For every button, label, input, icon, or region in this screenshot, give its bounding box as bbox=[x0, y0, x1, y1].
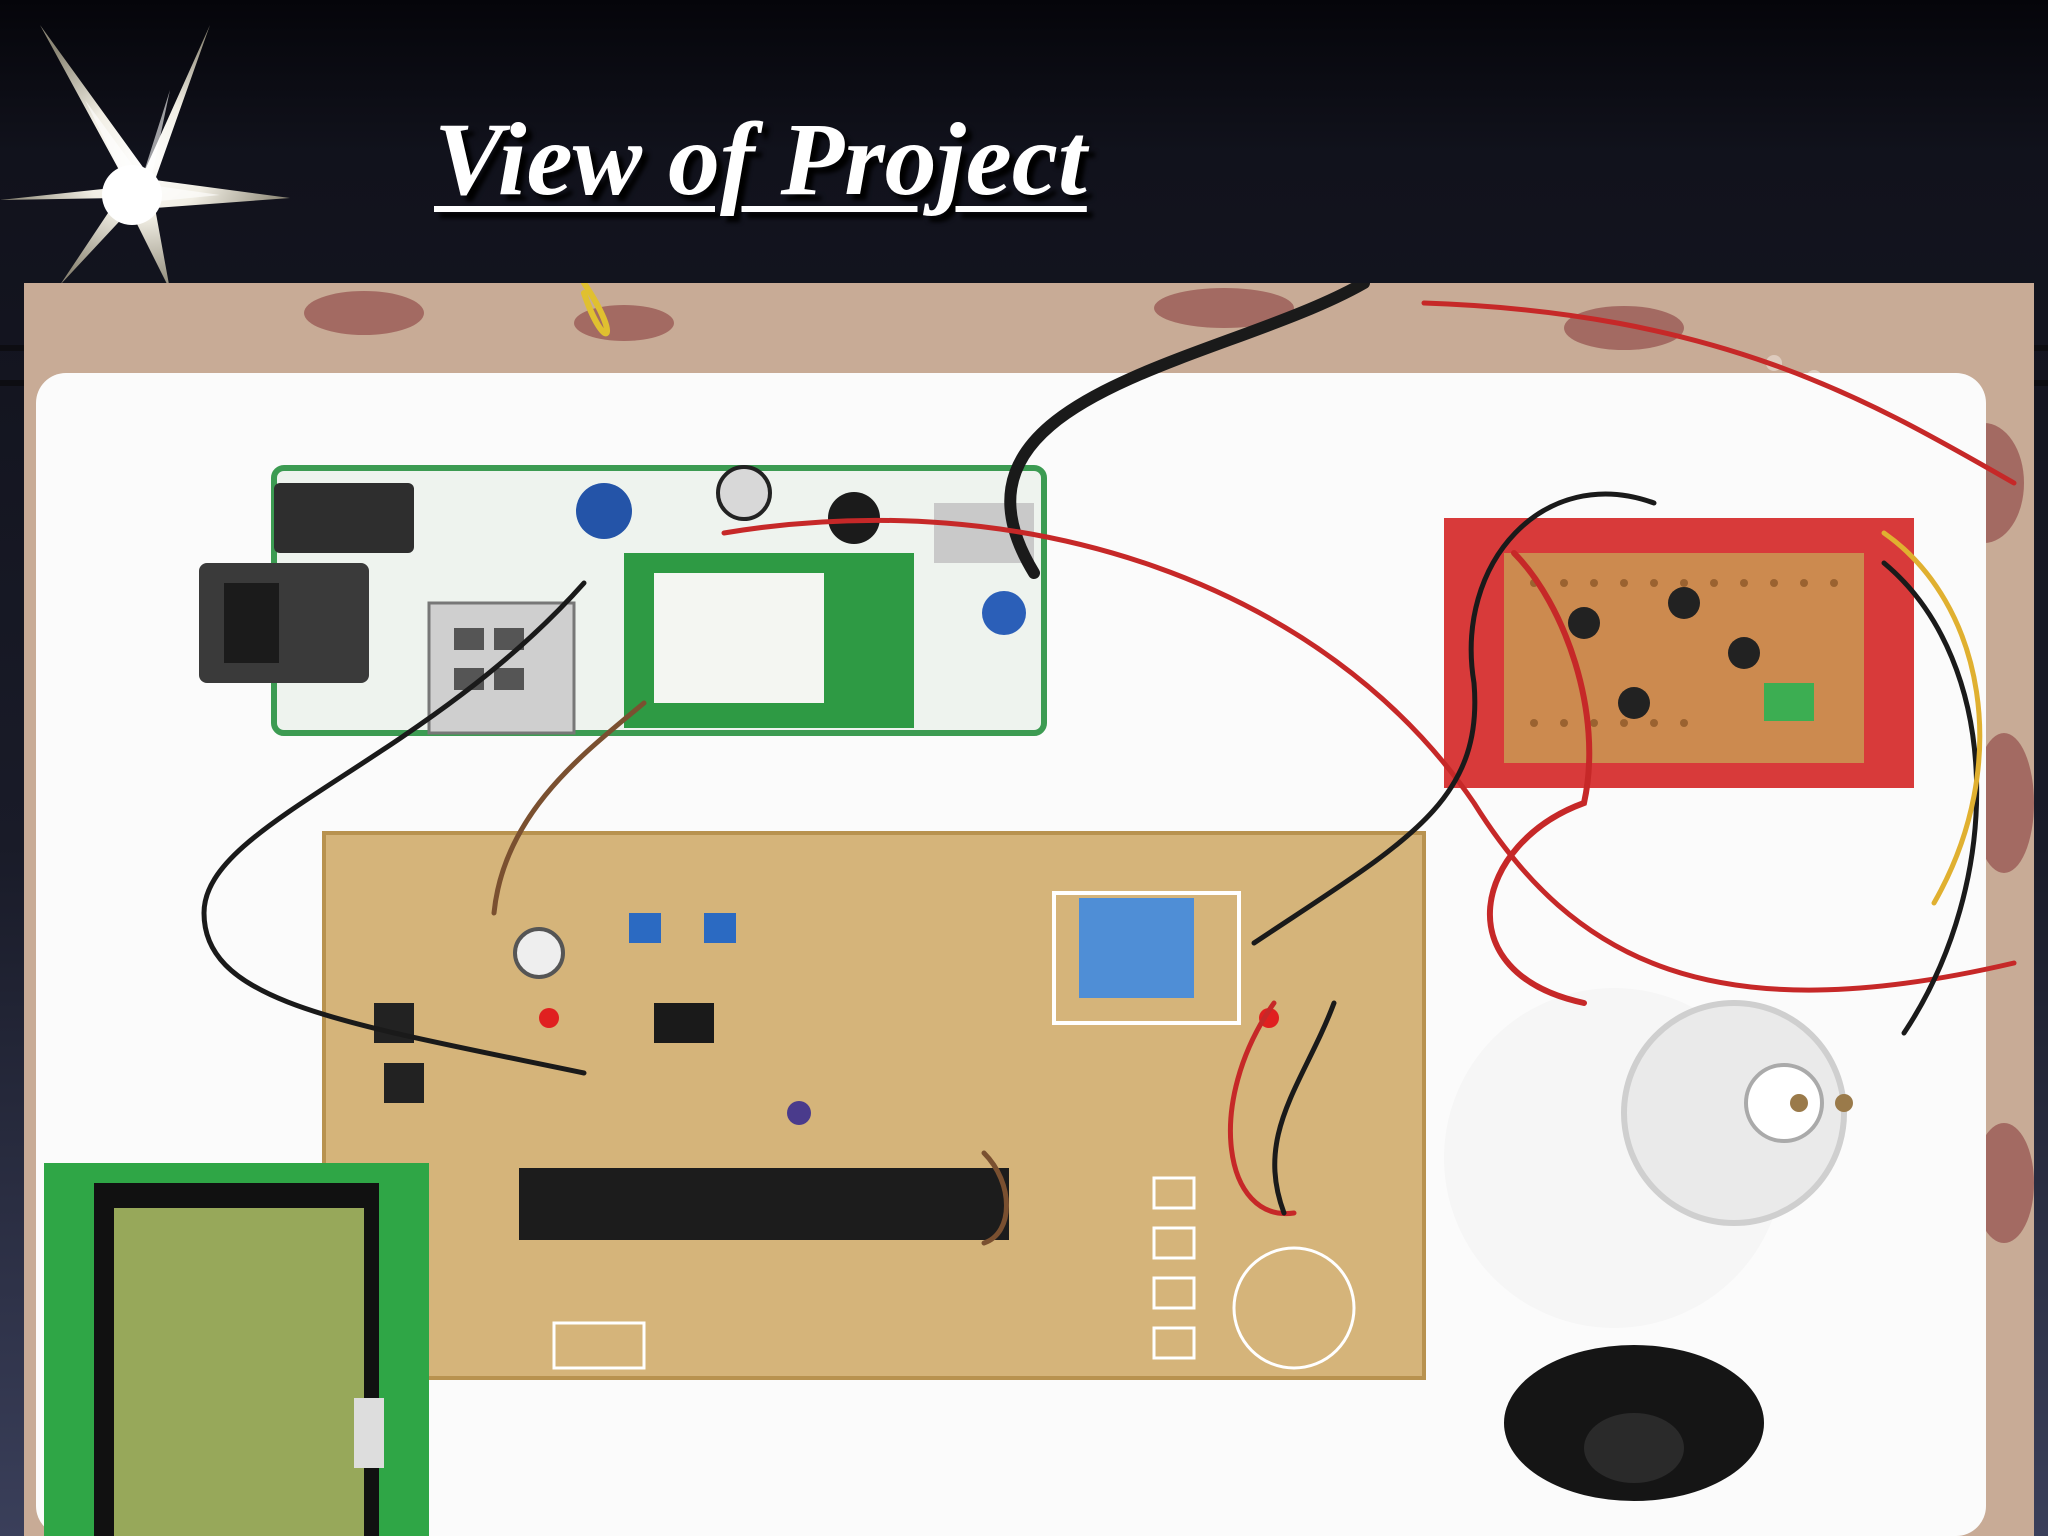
project-photo-drawing bbox=[24, 283, 2034, 1536]
slide-title: View of Project bbox=[434, 102, 1087, 217]
project-photo bbox=[24, 283, 2034, 1536]
star-burst-icon bbox=[0, 25, 290, 290]
